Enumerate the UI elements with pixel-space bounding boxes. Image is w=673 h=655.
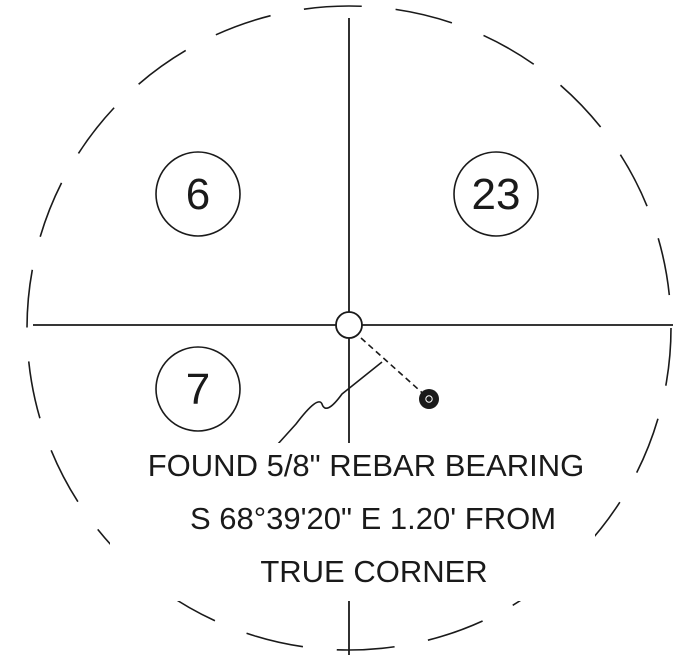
section-23-circle	[453, 151, 539, 237]
note-line-3: TRUE CORNER	[260, 554, 487, 589]
section-23-number: 23	[472, 170, 521, 219]
section-6-circle	[155, 151, 241, 237]
section-7-number: 7	[186, 365, 210, 414]
section-6-number: 6	[186, 170, 210, 219]
note-line-2: S 68°39'20" E 1.20' FROM	[190, 501, 556, 536]
note-line-1: FOUND 5/8" REBAR BEARING	[148, 448, 584, 483]
section-23-label: 23	[453, 151, 539, 237]
note-background	[110, 443, 595, 601]
rebar-marker-icon	[419, 389, 439, 409]
section-6-label: 6	[155, 151, 241, 237]
note-leader-squiggle	[267, 361, 383, 456]
true-corner-marker	[335, 311, 363, 339]
section-7-circle	[155, 346, 241, 432]
section-7-label: 7	[155, 346, 241, 432]
bearing-tie-line	[360, 337, 429, 399]
